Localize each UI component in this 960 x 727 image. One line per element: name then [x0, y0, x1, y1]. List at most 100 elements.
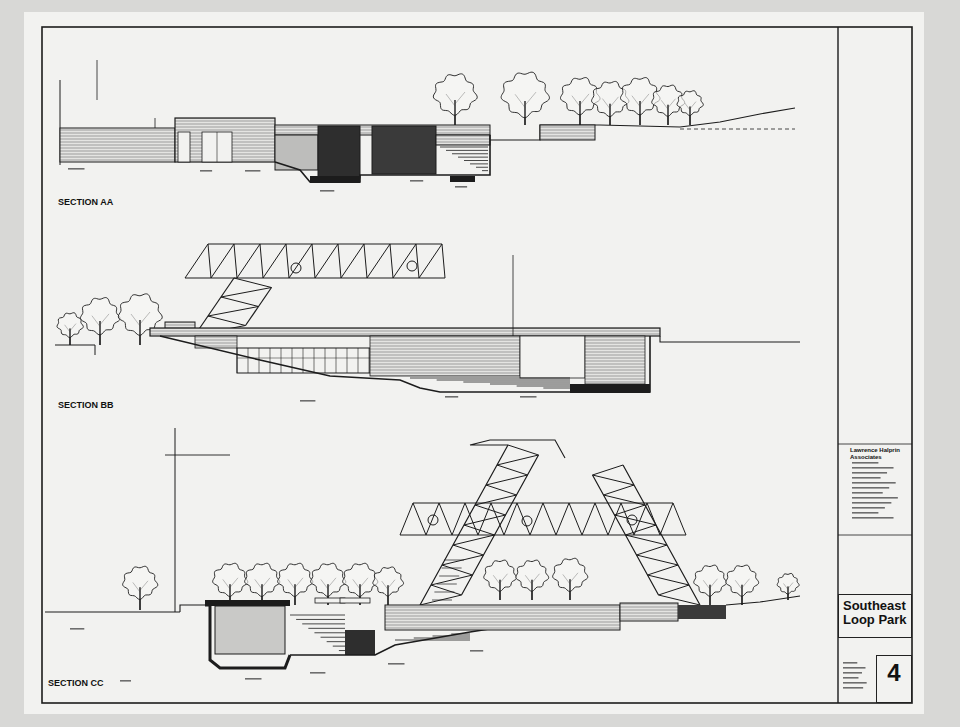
space-frame-chord [462, 455, 539, 595]
drawing-path [180, 605, 205, 612]
tree-trunk [639, 101, 640, 125]
illegible-note [455, 186, 467, 188]
illegible-note [852, 477, 881, 479]
illegible-note [70, 628, 84, 630]
mullion [248, 348, 249, 373]
tree-trunk [524, 101, 525, 125]
title-block-rule [838, 444, 912, 445]
stair-tread [327, 641, 345, 642]
mullion [358, 348, 359, 373]
illegible-note [852, 507, 885, 509]
illegible-note [843, 667, 865, 669]
space-frame-web [420, 445, 539, 605]
datum-line [97, 60, 98, 100]
tree-trunk [709, 585, 710, 605]
space-frame-web [195, 278, 272, 335]
foundation [450, 176, 475, 182]
illegible-note [245, 678, 262, 680]
ground-line [600, 108, 795, 127]
tree-trunk [741, 585, 742, 605]
ground-line [726, 596, 800, 605]
floor-slab [275, 135, 490, 182]
stair-tread [432, 600, 452, 601]
illegible-note [445, 396, 458, 398]
stair-tread [437, 584, 457, 585]
illegible-note [852, 467, 894, 469]
tree-trunk [387, 585, 388, 605]
tree-trunk [609, 104, 610, 125]
illegible-note [520, 396, 537, 398]
stair-tread [452, 153, 488, 154]
room [215, 606, 285, 654]
ground-datum [680, 129, 795, 130]
illegible-note [245, 170, 260, 172]
opening [520, 336, 585, 378]
tree-trunk [569, 579, 570, 600]
tree-trunk [709, 585, 710, 605]
illegible-note [852, 502, 891, 504]
title-block-rule [838, 535, 912, 536]
stair-tread [321, 637, 345, 638]
stair-tread [314, 632, 345, 633]
tree-trunk [639, 101, 640, 125]
mullion [347, 348, 348, 373]
stair-tread [451, 634, 470, 635]
lamp [522, 516, 532, 526]
illegible-note [120, 680, 131, 682]
stair-tread [476, 167, 488, 168]
stair-tread [444, 560, 464, 561]
sheet-frame [42, 27, 912, 703]
tree-trunk [524, 101, 525, 125]
stair-tread [463, 382, 570, 383]
datum-line [175, 428, 176, 612]
tree-trunk [454, 100, 455, 125]
space-frame-chord [623, 465, 700, 605]
stair-tread [414, 638, 470, 639]
illegible-note [852, 462, 878, 464]
ground-line [660, 336, 800, 342]
section-bb-drawing [55, 244, 800, 402]
pool [345, 630, 375, 655]
tree-trunk [454, 100, 455, 125]
illegible-note [320, 190, 334, 192]
window [202, 132, 232, 162]
tree-trunk [689, 106, 690, 125]
mullion [369, 348, 370, 373]
foundation [570, 384, 650, 393]
tree-trunk [294, 584, 295, 605]
planter [540, 125, 595, 140]
tree-trunk [689, 106, 690, 125]
section-title: SECTION BB [58, 401, 114, 411]
illegible-note [852, 497, 898, 499]
tree-trunk [139, 320, 140, 345]
tree-trunk [569, 579, 570, 600]
floor-slab [160, 336, 650, 392]
datum-line [165, 455, 230, 456]
foundation [310, 176, 360, 183]
stair-tread [439, 576, 459, 577]
tree-trunk [99, 321, 100, 345]
tree-trunk [741, 585, 742, 605]
illegible-note [843, 677, 858, 679]
stair-tread [308, 628, 345, 629]
tree-trunk [99, 321, 100, 345]
section-cc-drawing [45, 428, 800, 682]
stair-tread [440, 147, 488, 148]
lamp [627, 515, 637, 525]
stair-tread [333, 646, 345, 647]
planter [678, 605, 726, 619]
roof-slab [150, 328, 660, 336]
illegible-note [843, 672, 862, 674]
space-frame-web [185, 244, 445, 278]
stair-tread [517, 386, 570, 387]
lamp [407, 261, 417, 271]
tree-trunk [139, 320, 140, 345]
illegible-note [852, 517, 894, 519]
space-frame-chord [470, 440, 565, 458]
drawing-line [95, 345, 96, 355]
stair-tread [470, 163, 488, 164]
illegible-note [852, 512, 878, 514]
glazing [372, 126, 436, 174]
